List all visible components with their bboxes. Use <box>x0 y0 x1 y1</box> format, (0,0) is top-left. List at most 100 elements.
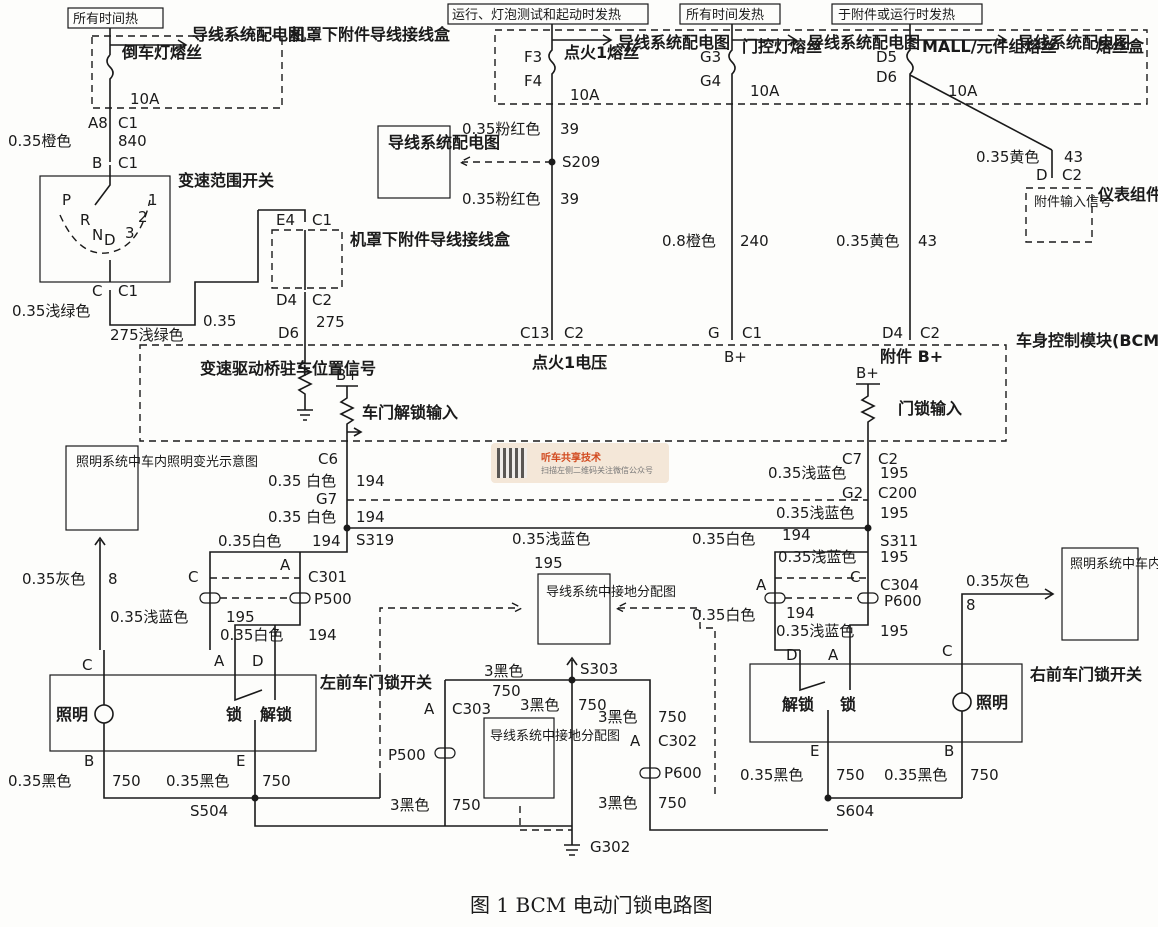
wire-195e: 195 <box>880 622 909 640</box>
ground-ref-top: 导线系统中接地分配图 <box>546 584 676 600</box>
range-switch-box <box>39 175 171 283</box>
gnd-black3c: 3黑色 <box>390 796 430 814</box>
wire-green-a: 0.35浅绿色 <box>12 302 90 320</box>
wire-blue-r3: 0.35浅蓝色 <box>778 548 856 566</box>
ground-ref-top-box <box>537 573 611 645</box>
mid-e4: E4 <box>276 211 295 229</box>
gnd-750e: 750 <box>658 708 687 726</box>
conn-c-right: C <box>850 568 860 586</box>
gnd-750b: 750 <box>578 696 607 714</box>
rs-illum: 照明 <box>976 693 1008 712</box>
wire-orange08: 0.8橙色 <box>662 232 716 250</box>
rs-e: E <box>810 742 819 760</box>
ipc-c2: C2 <box>1062 166 1082 184</box>
ls-name: 左前车门锁开关 <box>319 673 432 692</box>
wire-840: 840 <box>118 132 147 150</box>
left-switch-box <box>49 674 317 752</box>
range-switch-name: 变速范围开关 <box>178 171 274 190</box>
conn-a-right: A <box>756 576 767 594</box>
conn-c301: C301 <box>308 568 347 586</box>
pos-r: R <box>80 211 90 229</box>
watermark-line2: 扫描左侧二维码关注微信公众号 <box>541 466 653 475</box>
rs-b: B <box>944 742 954 760</box>
fuse-box <box>494 29 1148 105</box>
rs-d: D <box>786 646 798 664</box>
fuse-left-symbol <box>106 28 114 110</box>
fuse3-rating: 10A <box>948 82 978 100</box>
gnd-750d: 750 <box>658 794 687 812</box>
wire-white-mid: 0.35白色 <box>692 530 755 548</box>
bcm-d4: D4 <box>882 324 903 342</box>
wire-yellow1: 0.35黄色 <box>836 232 899 250</box>
mid-box-name: 机罩下附件导线接线盒 <box>350 230 511 249</box>
ls-c: C <box>82 656 92 674</box>
fuse2-rating: 10A <box>750 82 780 100</box>
wire-194d: 194 <box>782 526 811 544</box>
splice-s303 <box>568 676 576 684</box>
ls-e: E <box>236 752 245 770</box>
pos-3: 3 <box>125 224 135 242</box>
watermark-line1: 听车共享技术 <box>541 453 601 464</box>
fuse-left-name: 倒车灯熔丝 <box>121 43 202 62</box>
wire-blue-mid: 0.35浅蓝色 <box>512 530 590 548</box>
gnd-750c: 750 <box>452 796 481 814</box>
d6: D6 <box>876 68 897 86</box>
splice-s504 <box>251 794 259 802</box>
gnd-750a: 750 <box>492 682 521 700</box>
right-switch-box <box>749 663 1023 743</box>
conn-c-left: C <box>188 568 198 586</box>
wire-blue-l: 0.35浅蓝色 <box>110 608 188 626</box>
pos-2: 2 <box>138 208 148 226</box>
fuse3-name: MALL/元件组熔丝 <box>922 37 1057 56</box>
watermark: 听车共享技术 扫描左侧二维码关注微信公众号 <box>491 443 669 483</box>
gnd-c303: C303 <box>452 700 491 718</box>
bcm-c1: C1 <box>742 324 762 342</box>
gnd-p500: P500 <box>388 746 426 764</box>
bcm-lock-in: 门锁输入 <box>898 399 962 418</box>
wire-195d: 195 <box>226 608 255 626</box>
fuse-left-ref: 导线系统配电图 <box>192 25 304 44</box>
wire-pink2: 0.35粉红色 <box>462 190 540 208</box>
gnd-p600: P600 <box>664 764 702 782</box>
rs-name: 右前车门锁开关 <box>1030 665 1142 684</box>
rs-a: A <box>828 646 839 664</box>
wire-195c: 195 <box>880 548 909 566</box>
wire-194a: 194 <box>356 472 385 490</box>
wire-white1: 0.35 白色 <box>268 472 336 490</box>
illum-left-box <box>65 445 139 531</box>
range-bot-c1: C1 <box>118 282 138 300</box>
bcm-unlock-in: 车门解锁输入 <box>362 403 458 422</box>
bcm-g: G <box>708 324 720 342</box>
label-s303: S303 <box>580 660 618 678</box>
splice-s209 <box>548 158 556 166</box>
range-bot-conn: C <box>92 282 102 300</box>
wire-white3: 0.35白色 <box>218 532 281 550</box>
ipc-name: 仪表组件(IPC) <box>1097 185 1158 204</box>
splice-s604 <box>824 794 832 802</box>
gnd-n-l2: 750 <box>262 772 291 790</box>
pos-1: 1 <box>148 191 158 209</box>
wire-green-b: 275浅绿色 <box>110 326 184 344</box>
ls-a: A <box>214 652 225 670</box>
g3: G3 <box>700 48 721 66</box>
wire-195b: 195 <box>880 504 909 522</box>
illum-right-name: 照明系统中车内照明变光示意图 <box>1070 556 1158 572</box>
gnd-black3e: 3黑色 <box>598 708 638 726</box>
wire-194c: 194 <box>312 532 341 550</box>
bcm-bplus3: B+ <box>856 364 879 382</box>
conn-g7: G7 <box>316 490 337 508</box>
ipc-inner: 附件输入信号 <box>1034 194 1112 210</box>
gnd-c302: C302 <box>658 732 697 750</box>
mid-d4: D4 <box>276 291 297 309</box>
ls-b: B <box>84 752 94 770</box>
rs-unlock: 解锁 <box>782 695 814 714</box>
bcm-bplus1: B+ <box>724 348 747 366</box>
label-s319: S319 <box>356 531 394 549</box>
fuse1-ref: 导线系统配电图 <box>618 33 730 52</box>
mid-c2: C2 <box>312 291 332 309</box>
f3: F3 <box>524 48 542 66</box>
bcm-box <box>139 344 1007 442</box>
illum-left-wire: 0.35灰色 <box>22 570 85 588</box>
fuse2-name: 门控灯熔丝 <box>742 37 822 56</box>
illum-left-num: 8 <box>108 570 118 588</box>
